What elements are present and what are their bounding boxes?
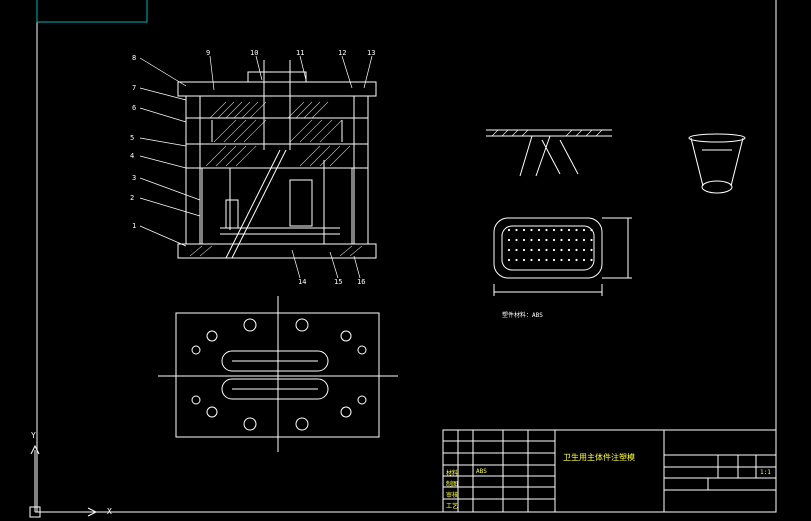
product-hole — [560, 238, 563, 242]
product-hole — [575, 238, 578, 242]
part-label-2: 2 — [130, 194, 135, 202]
product-hole — [507, 248, 511, 252]
sprue-detail-hatching — [491, 129, 603, 137]
product-hole — [545, 248, 548, 252]
product-hole — [582, 258, 586, 262]
part-label-6: 6 — [132, 104, 137, 112]
title-block-note: ABS — [476, 468, 487, 475]
mold-section-hatching — [189, 101, 363, 257]
product-hole — [515, 258, 518, 262]
part-label-3: 3 — [132, 174, 137, 182]
product-hole — [552, 228, 556, 232]
product-hole — [537, 248, 541, 252]
drawing-title: 卫生用主体件注塑模 — [563, 453, 635, 462]
product-hole — [582, 228, 586, 232]
material-annotation: 塑件材料：ABS — [502, 312, 543, 319]
product-hole — [522, 248, 526, 252]
part-label-7: 7 — [132, 84, 137, 92]
product-hole — [545, 228, 548, 232]
product-hole — [545, 238, 548, 242]
axis-x-label: X — [107, 507, 112, 516]
product-hole-grid — [507, 228, 593, 262]
cup-product-view — [688, 133, 746, 194]
axis-y-label: Y — [31, 431, 36, 440]
product-hole — [530, 228, 533, 232]
product-hole — [537, 238, 541, 242]
product-hole — [575, 228, 578, 232]
product-hole — [552, 248, 556, 252]
product-hole — [575, 258, 578, 262]
product-hole — [530, 258, 533, 262]
drawing-frame — [36, 0, 777, 513]
product-hole — [515, 248, 518, 252]
part-label-16: 16 — [357, 278, 366, 286]
part-label-1: 1 — [132, 222, 137, 230]
mold-section-view — [177, 60, 377, 259]
ucs-axis-icon — [29, 444, 100, 518]
product-hole — [545, 258, 548, 262]
product-hole — [537, 258, 541, 262]
part-label-12: 12 — [338, 49, 347, 57]
part-label-10: 10 — [250, 49, 259, 57]
product-hole — [515, 228, 518, 232]
title-block-row-3: 工艺 — [446, 503, 459, 510]
product-hole — [590, 228, 593, 232]
product-hole — [537, 228, 541, 232]
product-hole — [530, 238, 533, 242]
title-block-scale: 1:1 — [760, 469, 771, 476]
product-hole — [560, 228, 563, 232]
part-label-4: 4 — [130, 152, 135, 160]
product-hole — [567, 228, 571, 232]
leader-lines — [139, 55, 373, 279]
product-hole — [522, 258, 526, 262]
part-label-9: 9 — [206, 49, 211, 57]
product-hole — [590, 238, 593, 242]
product-hole — [560, 258, 563, 262]
product-plan-view — [493, 217, 632, 296]
product-hole — [590, 248, 593, 252]
product-hole — [582, 248, 586, 252]
product-hole — [552, 238, 556, 242]
product-hole — [530, 248, 533, 252]
sprue-detail-view — [486, 129, 612, 177]
mold-plan-view — [158, 296, 398, 452]
title-block-row-2: 审核 — [446, 492, 459, 499]
part-label-15: 15 — [334, 278, 343, 286]
product-hole — [522, 238, 526, 242]
part-label-5: 5 — [130, 134, 135, 142]
product-hole — [590, 258, 593, 262]
title-block-material: 材料 — [446, 470, 459, 477]
product-hole — [567, 238, 571, 242]
product-hole — [567, 258, 571, 262]
part-label-11: 11 — [296, 49, 305, 57]
part-label-8: 8 — [132, 54, 137, 62]
part-label-13: 13 — [367, 49, 376, 57]
product-hole — [522, 228, 526, 232]
part-label-14: 14 — [298, 278, 307, 286]
product-hole — [507, 228, 511, 232]
title-block-grid — [442, 429, 777, 513]
product-hole — [507, 238, 511, 242]
product-hole — [515, 238, 518, 242]
product-hole — [582, 238, 586, 242]
product-hole — [575, 248, 578, 252]
title-block-row-1: 制图 — [446, 481, 459, 488]
product-hole — [552, 258, 556, 262]
frame-corner-accent — [36, 0, 148, 23]
product-hole — [567, 248, 571, 252]
product-hole — [507, 258, 511, 262]
product-hole — [560, 248, 563, 252]
